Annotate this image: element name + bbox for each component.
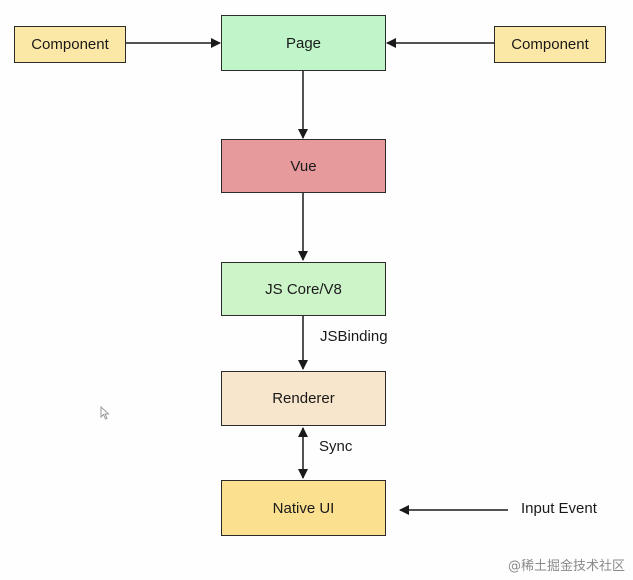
edge-label-jsbinding: JSBinding [320,328,388,345]
mouse-pointer-icon [100,405,110,425]
node-component-right-label: Component [511,36,589,53]
node-renderer-label: Renderer [272,390,335,407]
node-js-core: JS Core/V8 [221,262,386,316]
node-js-core-label: JS Core/V8 [265,280,342,298]
node-component-left-label: Component [31,36,109,53]
edge-label-input-event: Input Event [521,500,597,517]
edge-label-sync: Sync [319,438,353,455]
node-page: Page [221,15,386,71]
watermark-text: @稀土掘金技术社区 [507,559,625,574]
node-vue: Vue [221,139,386,193]
node-renderer: Renderer [221,371,386,426]
node-native-ui-label: Native UI [272,499,335,517]
node-page-label: Page [285,34,322,52]
node-component-left: Component [14,26,126,63]
node-vue-label: Vue [290,157,317,175]
node-native-ui: Native UI [221,480,386,536]
node-component-right: Component [494,26,606,63]
